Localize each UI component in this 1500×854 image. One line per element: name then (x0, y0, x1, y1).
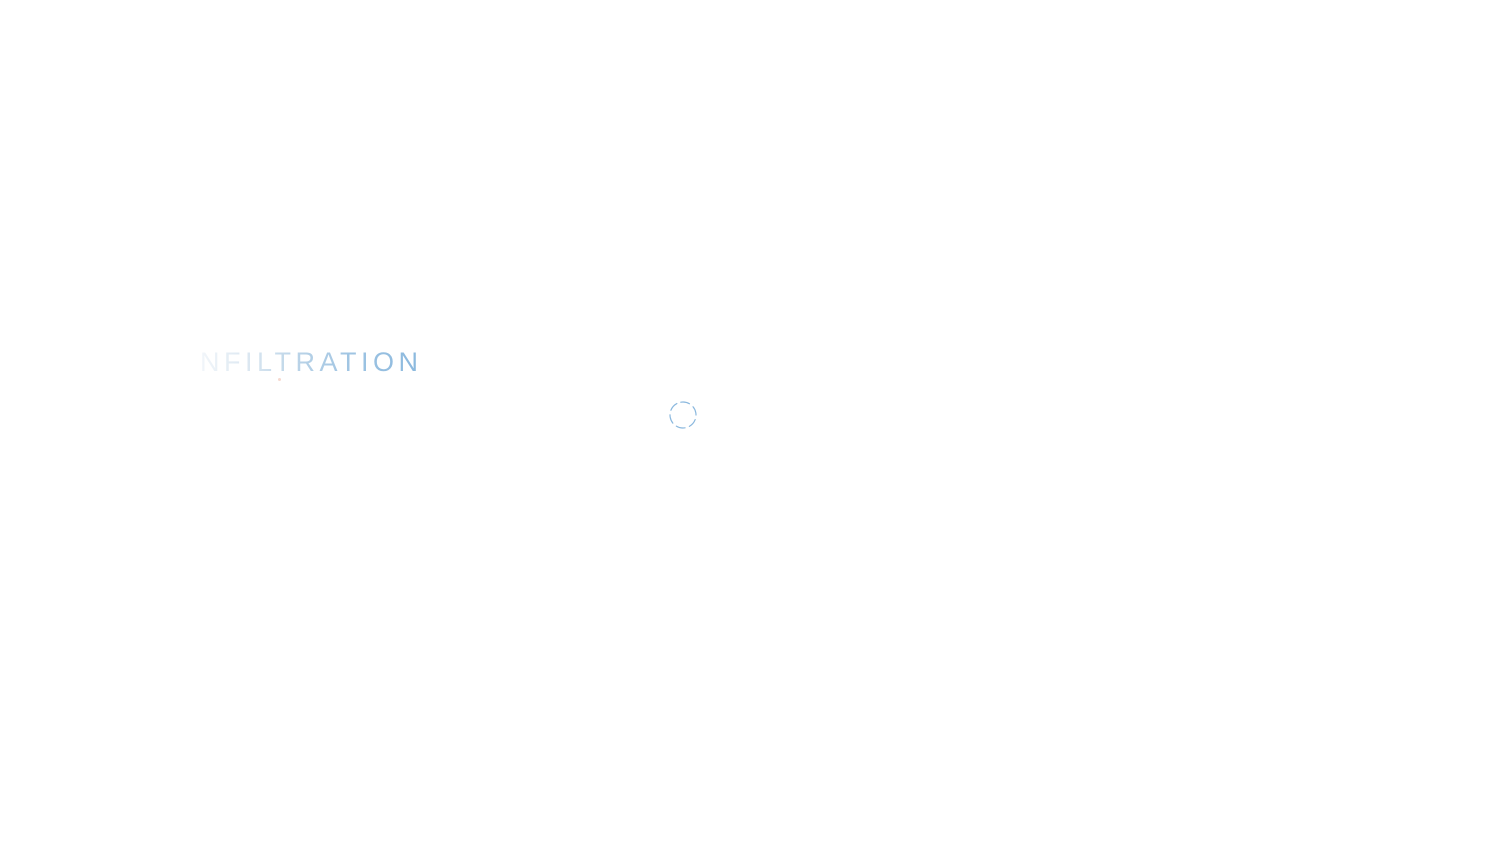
logo-accent-dot (278, 378, 281, 381)
loading-spinner-icon (669, 401, 697, 429)
brand-logo: NFILTRATION (200, 344, 423, 381)
brand-logo-text: NFILTRATION (200, 347, 423, 377)
